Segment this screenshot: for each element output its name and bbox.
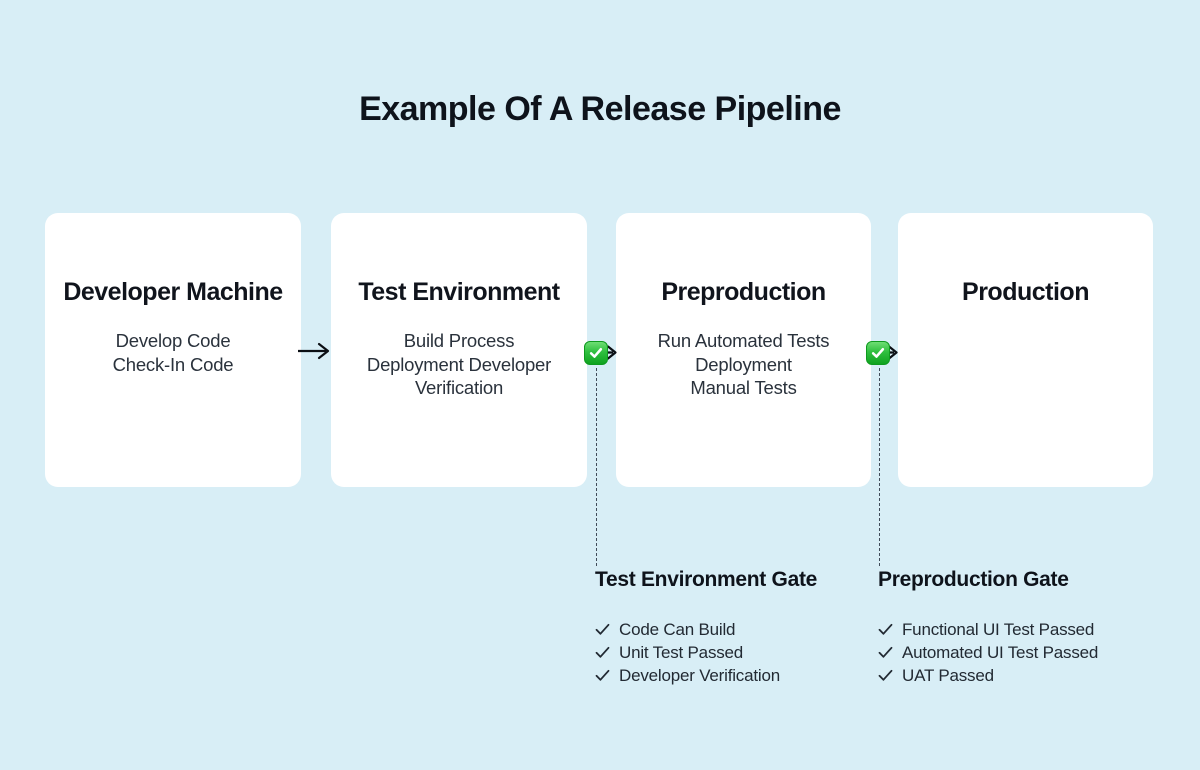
diagram-title: Example Of A Release Pipeline	[359, 90, 841, 128]
stage-card-detail: Deployment Developer	[366, 353, 552, 375]
stage-card-detail: Build Process	[403, 330, 515, 351]
stage-card-title: Production	[962, 278, 1089, 306]
stage-card-title: Developer Machine	[63, 278, 283, 306]
gate-checklist-label: Developer Verification	[619, 666, 780, 685]
check-mark-button-icon	[584, 341, 608, 365]
check-icon	[878, 669, 893, 681]
check-icon	[595, 623, 610, 635]
gate-checklist-item: Functional UI Test Passed	[878, 618, 1158, 641]
gate-checklist-item: Code Can Build	[595, 618, 875, 641]
stage-card-preproduction: Preproduction Run Automated Tests Deploy…	[616, 213, 871, 487]
gate-title: Test Environment Gate	[595, 568, 818, 591]
gate-checklist-item: UAT Passed	[878, 664, 1158, 687]
gate-checklist-item: Unit Test Passed	[595, 641, 875, 664]
gate-test-environment: Test Environment Gate Code Can Build Uni…	[595, 566, 875, 687]
stage-card-detail: Verification	[414, 377, 504, 398]
gate-connector-line	[879, 368, 880, 566]
check-icon	[878, 646, 893, 658]
gate-checklist-item: Automated UI Test Passed	[878, 641, 1158, 664]
stage-card-developer-machine: Developer Machine Develop Code Check-In …	[45, 213, 301, 487]
stage-card-detail: Manual Tests	[690, 377, 797, 398]
stage-card-detail: Develop Code	[115, 330, 231, 351]
stage-card-detail: Deployment	[695, 353, 792, 375]
stage-card-detail: Check-In Code	[112, 353, 234, 375]
gate-checklist-label: Unit Test Passed	[619, 643, 744, 662]
gate-checklist-label: Code Can Build	[619, 620, 736, 639]
gate-checklist-item: Developer Verification	[595, 664, 875, 687]
gate-preproduction: Preproduction Gate Functional UI Test Pa…	[878, 566, 1158, 687]
stage-card-title: Preproduction	[661, 278, 826, 306]
gate-checklist-label: Functional UI Test Passed	[902, 620, 1095, 639]
check-icon	[878, 623, 893, 635]
gate-checklist-label: UAT Passed	[902, 666, 994, 685]
gate-connector-line	[596, 368, 597, 566]
stage-card-test-environment: Test Environment Build Process Deploymen…	[331, 213, 587, 487]
stage-card-title: Test Environment	[358, 278, 560, 306]
stage-card-detail: Run Automated Tests	[657, 330, 830, 351]
gate-title: Preproduction Gate	[878, 568, 1069, 591]
check-mark-button-icon	[866, 341, 890, 365]
gate-checklist-label: Automated UI Test Passed	[902, 643, 1099, 662]
check-icon	[595, 646, 610, 658]
stage-card-production: Production	[898, 213, 1153, 487]
arrow-right-icon	[298, 342, 330, 360]
check-icon	[595, 669, 610, 681]
